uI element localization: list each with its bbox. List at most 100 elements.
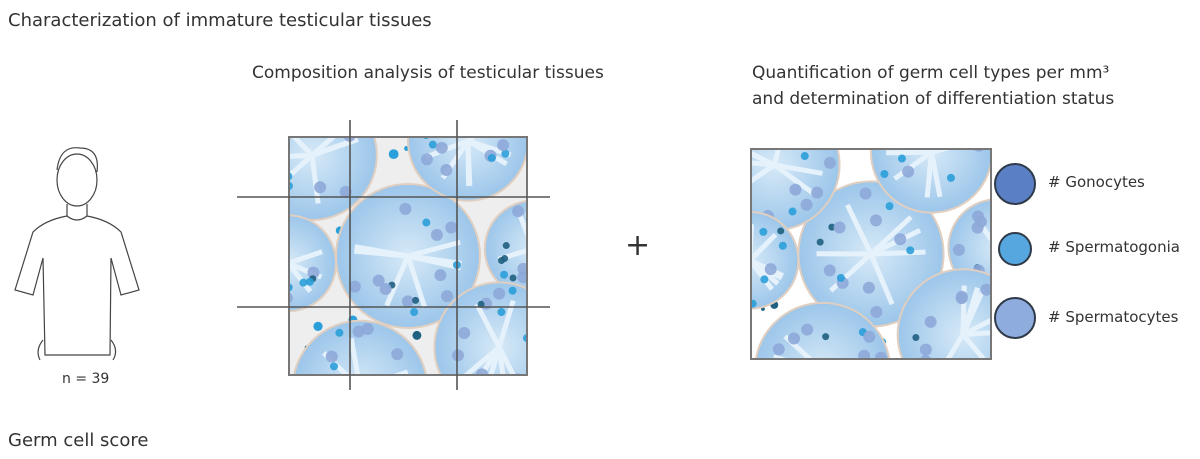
sample-size-label: n = 39 — [62, 371, 110, 387]
germ-cell — [859, 187, 872, 200]
germ-cell — [440, 163, 453, 176]
germ-cell — [858, 349, 871, 360]
germ-cell — [325, 350, 338, 363]
sertoli-cytoplasm — [405, 255, 428, 309]
germ-cell — [493, 287, 506, 300]
germ-cell — [897, 154, 906, 163]
germ-cell — [477, 300, 485, 308]
interstitial-cell — [412, 330, 422, 340]
germ-cell — [788, 207, 797, 216]
sertoli-cytoplasm — [496, 346, 517, 376]
sertoli-cytoplasm — [886, 149, 932, 156]
germ-cell — [361, 322, 374, 335]
sertoli-cytoplasm — [384, 255, 411, 307]
germ-cell — [880, 170, 889, 179]
gonocyte-marker — [994, 163, 1036, 205]
germ-cell — [811, 186, 824, 199]
sertoli-cytoplasm — [288, 261, 313, 293]
germ-cell — [401, 295, 414, 308]
sertoli-cytoplasm — [288, 153, 314, 181]
germ-cell — [822, 333, 830, 341]
sertoli-cytoplasm — [750, 258, 774, 291]
sertoli-cytoplasm — [944, 333, 966, 360]
germ-cell — [902, 165, 915, 178]
sertoli-cytoplasm — [407, 253, 462, 271]
germ-cell — [952, 243, 965, 256]
germ-cell — [512, 205, 525, 218]
germ-cell — [501, 255, 509, 263]
seminiferous-tubule — [870, 148, 992, 214]
germ-cell — [305, 277, 314, 286]
sertoli-cytoplasm — [309, 154, 321, 204]
spermatocyte-marker — [994, 297, 1036, 339]
sertoli-cytoplasm — [474, 302, 502, 349]
sertoli-cytoplasm — [750, 160, 775, 168]
germ-cell — [894, 233, 907, 246]
sertoli-cytoplasm — [750, 232, 778, 263]
germ-cell — [828, 223, 836, 231]
sertoli-cytoplasm — [772, 162, 816, 196]
germ-cell — [445, 221, 458, 234]
interstitial-cell — [313, 321, 323, 332]
germ-cell — [972, 210, 985, 223]
sertoli-cytoplasm — [496, 299, 516, 348]
sertoli-cytoplasm — [961, 316, 992, 337]
germ-cell — [955, 290, 968, 303]
germ-cell — [919, 343, 932, 356]
sertoli-cytoplasm — [924, 151, 934, 198]
interstitial-cell — [388, 149, 399, 160]
germ-cell — [299, 278, 308, 287]
sertoli-cytoplasm — [750, 149, 776, 168]
germ-cell — [435, 141, 448, 154]
germ-cell — [500, 270, 509, 279]
germ-cell — [451, 349, 464, 362]
germ-cell — [777, 227, 785, 235]
sertoli-cytoplasm — [870, 249, 926, 257]
counting-grid — [237, 120, 550, 390]
germ-cell — [508, 286, 517, 295]
germ-cell — [428, 140, 437, 149]
section-title-germ-cell-score: Germ cell score — [8, 430, 149, 451]
germ-cell — [885, 202, 894, 211]
germ-cell — [869, 214, 882, 227]
section-border — [750, 148, 992, 360]
boy-illustration — [14, 147, 140, 361]
tissue-section — [750, 148, 992, 360]
germ-cell — [307, 266, 320, 279]
germ-cell — [517, 271, 528, 284]
germ-cell — [441, 290, 454, 303]
germ-cell — [906, 246, 915, 255]
germ-cell — [863, 330, 876, 343]
germ-cell — [410, 308, 419, 317]
germ-cell — [801, 323, 814, 336]
germ-cell — [497, 308, 506, 317]
germ-cell — [778, 241, 787, 250]
germ-cell — [422, 218, 431, 227]
germ-cell — [430, 228, 443, 241]
tissue-section-grid — [288, 136, 528, 376]
germ-cell — [759, 227, 768, 236]
sertoli-cytoplasm — [353, 248, 409, 259]
seminiferous-tubule — [754, 301, 891, 360]
germ-cell — [833, 221, 846, 234]
sertoli-cytoplasm — [773, 162, 823, 176]
panel2-title-line1: Quantification of germ cell types per mm… — [752, 63, 1110, 83]
germ-cell — [912, 334, 920, 342]
spermatogonia-marker — [998, 232, 1032, 266]
germ-cell — [502, 242, 510, 250]
germ-cell — [330, 362, 339, 371]
sertoli-cytoplasm — [961, 332, 988, 360]
germ-cell — [823, 264, 836, 277]
germ-cell — [352, 325, 365, 338]
germ-cell — [348, 280, 361, 293]
germ-cell — [509, 274, 517, 282]
germ-cell — [875, 351, 888, 360]
germ-cell — [823, 156, 836, 169]
germ-cell — [800, 198, 813, 211]
germ-cell — [924, 315, 937, 328]
germ-cell — [980, 283, 992, 296]
sertoli-cytoplasm — [348, 337, 361, 376]
germ-cell — [789, 183, 802, 196]
germ-cell — [434, 269, 447, 282]
germ-cell — [800, 152, 809, 161]
